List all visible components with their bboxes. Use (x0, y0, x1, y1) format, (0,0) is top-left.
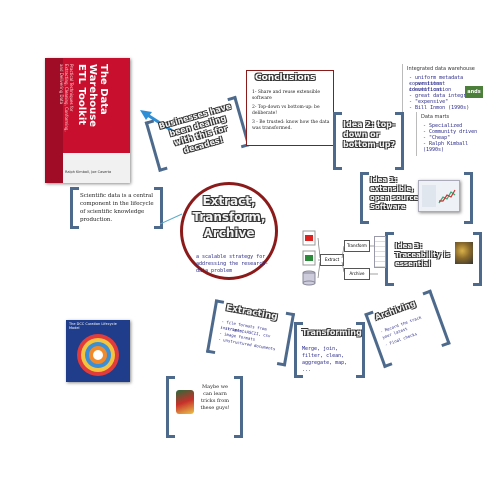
etl-box-extract: Extract (320, 254, 344, 266)
conclusions-title: Conclusions (255, 73, 316, 83)
integrated-dw-panel: Integrated data warehouse - uniform meta… (402, 64, 487, 112)
book-title-line3: ETL Toolkit (76, 64, 87, 126)
bracket-left (360, 172, 369, 224)
scientific-note-text: Scientific data is a central component i… (80, 193, 154, 223)
maybe-text: Maybe we can learn tricks from these guy… (200, 384, 230, 411)
dcc-title: The DCC Curation Lifecycle Model (69, 322, 117, 330)
bracket-right (234, 376, 243, 438)
bracket-left (294, 322, 303, 378)
data-marts-b4: - Ralph Kimball (1990s) (423, 141, 469, 153)
scientific-note: Scientific data is a central component i… (70, 187, 163, 229)
parrot-photo (176, 390, 194, 414)
book-title-line1: The Data (98, 64, 109, 115)
database-icon (302, 270, 316, 286)
integrated-dw-b6: - Bill Inmon (1990s) (409, 105, 470, 111)
idea3-text: Idea 3: Traceability is essential (395, 242, 450, 268)
extracting-card: Extracting - file formats from instrumen… (205, 299, 296, 367)
bracket-right (154, 187, 163, 229)
etl-box-transform: Transform (344, 240, 370, 252)
pdf-icon (302, 230, 316, 246)
idea3-card: Idea 3: Traceability is essential (385, 232, 485, 286)
bracket-right (395, 112, 404, 170)
data-marts-b3: - "Cheap" (423, 135, 451, 141)
ands-logo-text: ands (467, 89, 481, 95)
integrated-dw-b3: conventions (409, 87, 443, 93)
data-marts-b1: - Specialized (423, 123, 463, 129)
dcc-lifecycle-image: The DCC Curation Lifecycle Model (66, 320, 130, 382)
book-subtitle: Practical Techniques for Extracting, Cle… (59, 64, 74, 132)
center-title-1: Extract, (202, 194, 256, 208)
maybe-card: Maybe we can learn tricks from these guy… (166, 376, 243, 438)
etl-diagram: Extract Transform Archive (300, 228, 388, 290)
lifecycle-diagram-icon (77, 334, 119, 376)
conclusion-2: 2- Top-down vs bottom-up: be deliberate! (252, 105, 320, 116)
book-cover: The Data Warehouse ETL Toolkit Practical… (45, 58, 130, 183)
transforming-title: Transforming (302, 328, 362, 337)
conclusions-box: Conclusions 1- Share and reuse extensibl… (246, 70, 334, 146)
book-stripe (45, 58, 63, 183)
data-marts-panel: Data marts - Specialized - Community dri… (416, 112, 487, 156)
spreadsheet-icon (302, 250, 316, 266)
connector-line (160, 213, 183, 225)
integrated-dw-b2: - persistent identification (409, 81, 452, 93)
conclusion-3: 3 - Be trusted: know how the data was tr… (252, 120, 330, 131)
data-marts-title: Data marts (421, 114, 450, 120)
idea1-card: Idea 1: extensible, open source Software (360, 172, 480, 224)
extracting-title: Extracting (225, 303, 279, 323)
book-authors: Ralph Kimball, Joe Caserta (65, 170, 112, 174)
bracket-right (473, 232, 482, 286)
bracket-left (333, 112, 342, 170)
bracket-right (464, 172, 473, 224)
screenshot-pane (422, 185, 436, 207)
screenshot-chart-icon (438, 189, 456, 204)
book-title-block: The Data Warehouse ETL Toolkit Practical… (47, 64, 109, 176)
software-screenshot (418, 180, 460, 212)
etl-doc-stack (374, 236, 386, 268)
bracket-left (166, 376, 175, 438)
center-title-2: Transform, (192, 210, 266, 224)
data-marts-b2: - Community driven (423, 129, 478, 135)
integrated-dw-title: Integrated data warehouse (407, 66, 475, 72)
etl-arrows (317, 237, 378, 279)
center-subtitle: a scalable strategy for addressing the r… (196, 254, 269, 274)
arrow-icon (140, 110, 175, 134)
etl-box-archive: Archive (344, 268, 370, 280)
integrated-dw-b5: - "expensive" (409, 99, 449, 105)
bird-photo (455, 242, 473, 264)
integrated-dw-b4: - great data integration (409, 93, 482, 99)
center-circle (180, 182, 278, 280)
book-white-panel (63, 153, 130, 183)
bracket-right (356, 322, 365, 378)
ands-logo: ands (465, 86, 483, 98)
conclusion-1: 1- Share and reuse extensible software (252, 90, 321, 101)
bracket-left (385, 232, 394, 286)
idea2-text: Idea 2: top-down or bottom-up? (343, 120, 396, 149)
bracket-left (70, 187, 79, 229)
book-title-line2: Warehouse (87, 64, 98, 127)
idea2-card: Idea 2: top-down or bottom-up? (333, 112, 404, 170)
transforming-card: Transforming Merge, join, filter, clean,… (294, 322, 365, 378)
center-title-3: Archive (203, 226, 255, 240)
archiving-card: Archiving - Record the track your latest… (364, 289, 451, 369)
idea1-text: Idea 1: extensible, open source Software (370, 176, 419, 211)
integrated-dw-b1: - uniform metadata conventions (409, 75, 464, 87)
transforming-text: Merge, join, filter, clean, aggregate, m… (302, 346, 348, 373)
